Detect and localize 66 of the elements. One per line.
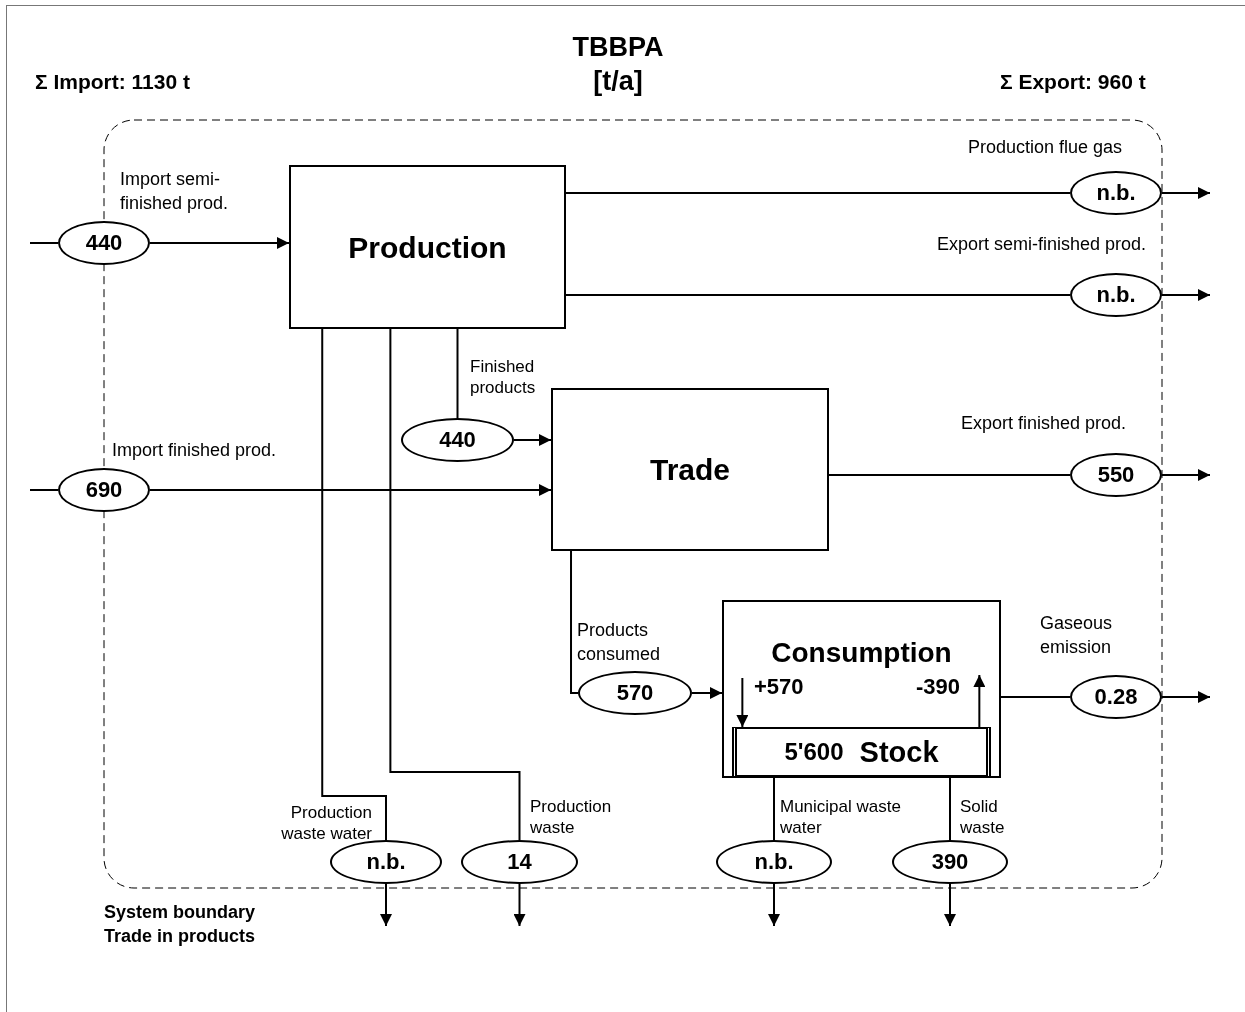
flow-arrow [973,674,986,728]
flow-value: 0.28 [1094,684,1138,710]
flow-label: Production flue gas [966,136,1122,159]
flow-value-ellipse [1070,273,1162,317]
flow-arrow [513,883,526,927]
boundary-label: System boundary Trade in products [104,901,257,948]
flow-label: Products consumed [577,619,662,666]
flow-line [565,192,1071,194]
flow-value-ellipse [1070,675,1162,719]
flow-line [1000,696,1071,698]
flow-value: n.b. [754,849,794,875]
flow-arrow [149,237,290,249]
flow-value: 550 [1097,462,1135,488]
flow-value: n.b. [366,849,406,875]
flow-line [773,776,775,841]
flow-value: 390 [931,849,969,875]
flow-arrow [1161,691,1211,703]
flow-line [29,489,59,491]
flow-value: 440 [85,230,123,256]
flow-label: Solid waste [960,796,1006,838]
process-box [551,388,829,551]
flow-line [389,328,521,841]
flow-arrow [1161,187,1211,199]
flow-arrow [944,883,956,927]
process-name: Trade [649,453,730,486]
stock-box [732,727,991,777]
flow-line [949,776,951,841]
flow-value: 14 [507,849,532,875]
flow-arrow [691,687,723,699]
flow-arrow [513,434,552,446]
flow-arrow [380,883,392,927]
flow-arrow [1161,289,1211,301]
flow-line [828,474,1071,476]
flow-label: Import semi-finished prod. [120,168,230,215]
flow-label: Import finished prod. [112,439,278,462]
flow-value: 570 [616,680,654,706]
flow-line [565,294,1071,296]
flow-label: Finished products [470,356,537,398]
flow-line [570,550,579,694]
process-name: Consumption [771,638,952,669]
flow-value: n.b. [1096,282,1136,308]
flow-value: 690 [85,477,123,503]
flow-line [456,328,459,419]
flow-label: Export finished prod. [959,412,1126,435]
process-name: Production [348,230,507,264]
flow-arrow [1161,469,1211,481]
flow-arrow [768,883,780,927]
flow-value: n.b. [1096,180,1136,206]
flow-label: Production waste [530,796,613,838]
flow-label: Municipal waste water [780,796,902,838]
stock-value: 5'600 [784,738,844,766]
flow-line [29,242,59,244]
stock-name: Stock [859,735,939,769]
flow-arrow [149,484,552,496]
flow-value-ellipse [1070,171,1162,215]
flow-arrow [736,677,749,728]
flow-label: Production waste water [280,802,372,844]
diagram-title: TBBPA [t/a] [571,31,665,98]
process-box [289,165,566,329]
flow-value-ellipse [1070,453,1162,497]
flow-value: 440 [439,427,476,453]
flow-label: Export semi-finished prod. [935,233,1146,256]
flow-line [321,328,387,841]
sum-label: Σ Import: 1130 t [35,70,190,94]
flow-label: Gaseous emission [1040,612,1114,659]
sum-label: Σ Export: 960 t [1000,70,1146,94]
